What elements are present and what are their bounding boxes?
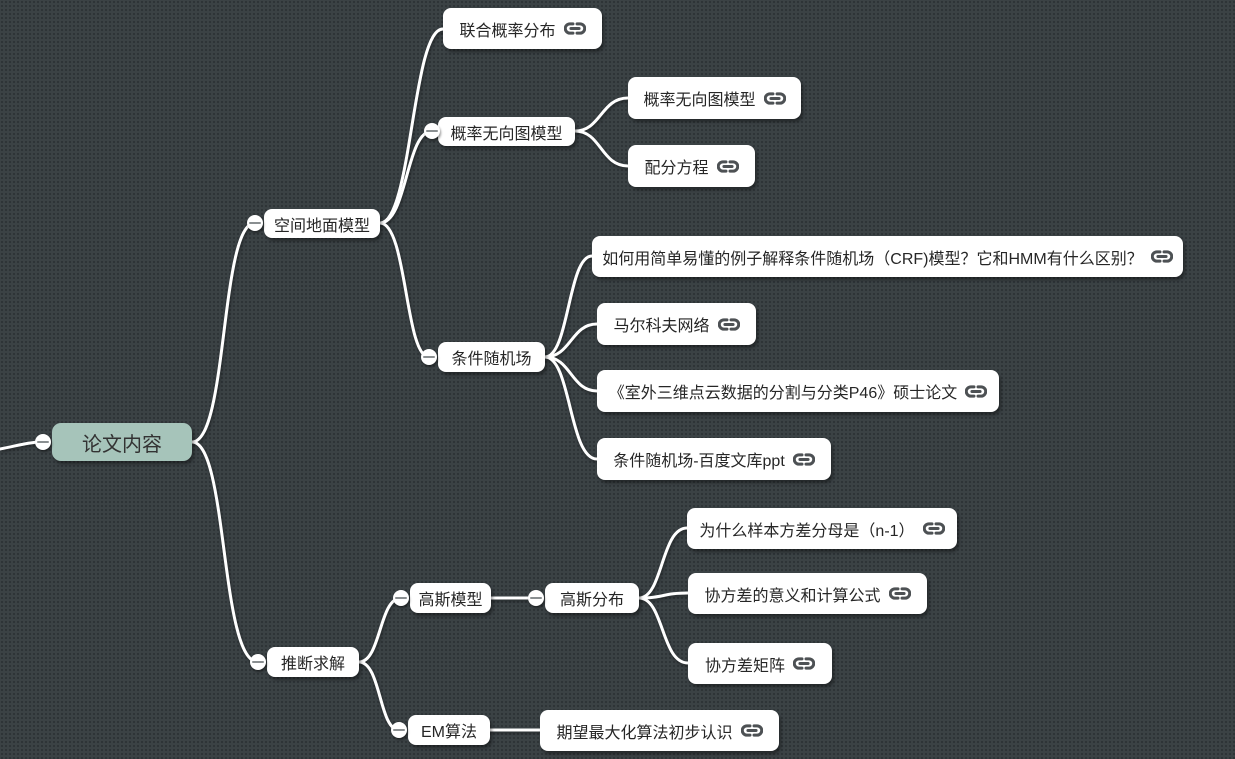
node-label: EM算法 [420, 724, 477, 741]
link-icon[interactable] [716, 159, 739, 173]
node-label: 条件随机场 [451, 351, 532, 368]
connector [190, 440, 260, 664]
node-gaussian-model[interactable]: 高斯模型 [410, 583, 491, 613]
connector [543, 322, 599, 359]
node-label: 联合概率分布 [459, 22, 556, 40]
node-label: 协方差矩阵 [704, 657, 785, 675]
node-em-intro[interactable]: 期望最大化算法初步认识 [540, 710, 779, 751]
collapse-button-spatial-ground-model[interactable] [247, 215, 263, 231]
connector [357, 596, 403, 664]
node-label: 高斯分布 [559, 592, 624, 609]
node-probabilistic-undirected-graph-model[interactable]: 概率无向图模型 [438, 117, 575, 146]
connector [378, 129, 434, 225]
connector [573, 96, 630, 133]
connector [573, 129, 630, 168]
node-label: 空间地面模型 [273, 217, 370, 235]
node-root-paper-content[interactable]: 论文内容 [52, 423, 192, 461]
link-icon[interactable] [740, 724, 763, 737]
link-icon[interactable] [793, 657, 815, 670]
node-crf-vs-hmm-question[interactable]: 如何用简单易懂的例子解释条件随机场（CRF)模型？它和HMM有什么区别？ [592, 236, 1183, 277]
collapse-button-em-algorithm[interactable] [391, 722, 407, 738]
connector [637, 526, 689, 600]
node-crf-baidu-ppt[interactable]: 条件随机场-百度文库ppt [597, 438, 831, 480]
link-icon[interactable] [965, 384, 988, 398]
node-label: 条件随机场-百度文库ppt [613, 453, 785, 470]
node-label: 概率无向图模型 [643, 92, 756, 109]
collapse-button-inference-solving[interactable] [250, 654, 266, 670]
connector [637, 596, 690, 665]
collapse-button-root[interactable] [35, 434, 51, 450]
collapse-button-gaussian-model[interactable] [393, 590, 409, 606]
collapse-button-undirected-graph-model[interactable] [424, 123, 440, 139]
link-icon[interactable] [563, 22, 586, 35]
connector [378, 27, 445, 225]
node-label: 如何用简单易懂的例子解释条件随机场（CRF)模型？它和HMM有什么区别？ [602, 250, 1143, 268]
node-inference-solving[interactable]: 推断求解 [267, 647, 359, 677]
node-label: 协方差的意义和计算公式 [704, 587, 881, 605]
connector [190, 221, 257, 444]
connector [543, 355, 599, 461]
connector [378, 221, 431, 359]
link-icon[interactable] [922, 522, 945, 535]
node-label: 配分方程 [644, 160, 709, 177]
node-label: 论文内容 [82, 433, 162, 456]
node-point-cloud-thesis[interactable]: 《室外三维点云数据的分割与分类P46》硕士论文 [597, 370, 999, 412]
node-markov-network[interactable]: 马尔科夫网络 [597, 303, 756, 345]
connector [543, 355, 599, 393]
node-label: 期望最大化算法初步认识 [556, 724, 733, 742]
node-partition-equation[interactable]: 配分方程 [628, 145, 755, 187]
link-icon[interactable] [888, 587, 911, 600]
node-label: 马尔科夫网络 [613, 318, 710, 335]
node-label: 《室外三维点云数据的分割与分类P46》硕士论文 [608, 385, 958, 402]
link-icon[interactable] [1150, 250, 1173, 263]
node-sample-variance-n-minus-1[interactable]: 为什么样本方差分母是（n-1） [687, 508, 957, 549]
node-label: 概率无向图模型 [450, 125, 563, 143]
node-spatial-ground-model[interactable]: 空间地面模型 [264, 209, 380, 238]
node-label: 推断求解 [280, 656, 345, 673]
node-label: 高斯模型 [418, 592, 483, 609]
node-em-algorithm[interactable]: EM算法 [408, 715, 490, 745]
node-covariance-matrix[interactable]: 协方差矩阵 [688, 643, 832, 684]
link-icon[interactable] [792, 452, 815, 466]
node-probabilistic-undirected-graph-model-link[interactable]: 概率无向图模型 [628, 77, 801, 119]
node-gaussian-distribution[interactable]: 高斯分布 [545, 583, 639, 613]
collapse-button-gaussian-distribution[interactable] [528, 590, 544, 606]
node-covariance-meaning-formula[interactable]: 协方差的意义和计算公式 [688, 573, 927, 614]
node-joint-probability-distribution[interactable]: 联合概率分布 [443, 8, 602, 49]
node-conditional-random-field[interactable]: 条件随机场 [438, 342, 545, 372]
collapse-button-conditional-random-field[interactable] [421, 349, 437, 365]
connector [357, 660, 401, 732]
link-icon[interactable] [763, 91, 786, 105]
link-icon[interactable] [717, 317, 740, 331]
connector [543, 254, 594, 359]
node-label: 为什么样本方差分母是（n-1） [699, 522, 915, 540]
